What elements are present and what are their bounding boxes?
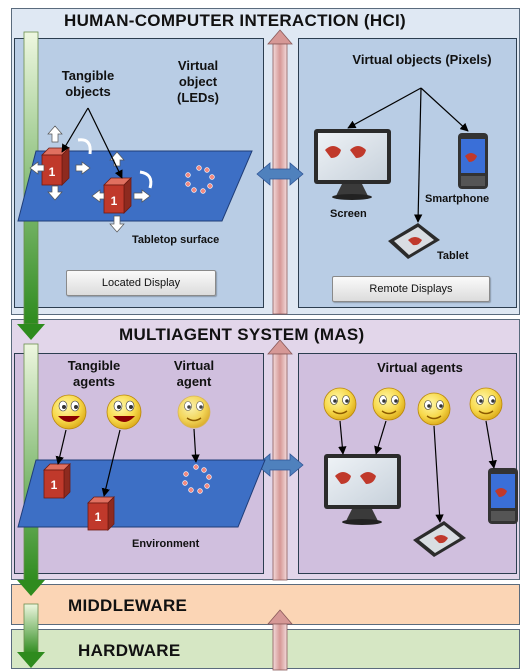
tangible-agents-label: Tangible agents <box>67 358 121 389</box>
smiley-agent-icon <box>51 394 87 430</box>
hardware-band-title: HARDWARE <box>78 641 181 660</box>
environment-label: Environment <box>132 538 200 550</box>
cube-icon: 1 <box>43 463 71 499</box>
mas-band-title: MULTIAGENT SYSTEM (MAS) <box>119 325 365 344</box>
cube-label: 1 <box>111 194 118 208</box>
smartphone-icon <box>488 468 518 524</box>
central-pillar <box>267 29 293 671</box>
tangible-objects-pointers <box>61 107 123 179</box>
remote-displays-button[interactable]: Remote Displays <box>332 276 490 302</box>
virtual-objects-pixels-label: Virtual objects (Pixels) <box>352 52 492 67</box>
smiley-agent-icon <box>469 387 503 421</box>
environment-plane <box>17 459 266 528</box>
hci-band-title: HUMAN-COMPUTER INTERACTION (HCI) <box>64 11 407 30</box>
middleware-band: MIDDLEWARE <box>11 584 520 625</box>
cube-label: 1 <box>49 165 56 179</box>
smiley-agent-icon <box>372 387 406 421</box>
virtual-objects-pointers <box>347 87 469 223</box>
cube-icon: 1 <box>87 496 115 531</box>
smiley-agent-icon <box>106 394 142 430</box>
smiley-agent-icon <box>417 392 451 426</box>
led-ring <box>185 165 215 194</box>
cube-label: 1 <box>51 478 58 492</box>
tablet-icon <box>413 521 466 557</box>
tablet-icon <box>388 223 440 259</box>
cube-icon: 1 <box>41 147 70 186</box>
smartphone-label: Smartphone <box>425 193 490 205</box>
tablet-label: Tablet <box>437 250 469 262</box>
tabletop-surface-label: Tabletop surface <box>132 234 220 246</box>
double-arrow-hci <box>256 162 304 186</box>
cube-icon: 1 <box>103 177 132 214</box>
double-arrow-mas <box>256 453 304 477</box>
cube-label: 1 <box>95 510 102 524</box>
smiley-agent-icon <box>177 395 211 429</box>
screen-label: Screen <box>330 208 367 220</box>
monitor-icon <box>324 454 401 525</box>
monitor-icon <box>314 129 391 200</box>
tangible-objects-label: Tangible objects <box>61 68 115 99</box>
middleware-band-title: MIDDLEWARE <box>68 596 188 615</box>
agent-pointers-left <box>55 428 200 497</box>
green-arrow-middleware-hardware <box>17 603 45 668</box>
virtual-object-leds-label: Virtual object (LEDs) <box>177 58 219 105</box>
agent-pointers-right <box>338 420 497 523</box>
movement-arrows <box>29 125 153 233</box>
smartphone-icon <box>458 133 488 189</box>
led-ring <box>182 464 212 494</box>
smiley-agent-icon <box>323 387 357 421</box>
virtual-agents-label: Virtual agents <box>377 360 463 375</box>
virtual-agent-label: Virtual agent <box>173 358 215 389</box>
hardware-band: HARDWARE <box>11 629 520 669</box>
located-display-button[interactable]: Located Display <box>66 270 216 296</box>
